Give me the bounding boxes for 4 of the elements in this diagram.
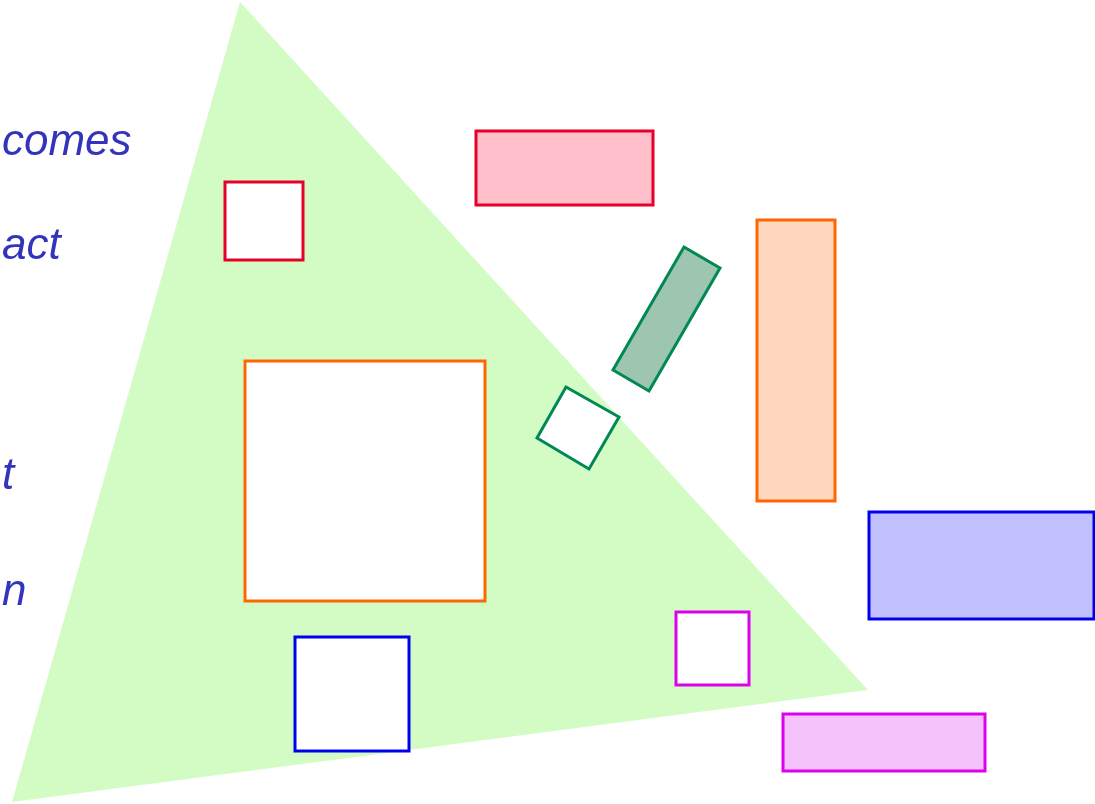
- handwritten-text: t: [2, 452, 15, 496]
- handwritten-text: comes: [2, 118, 132, 162]
- handwritten-text: n: [2, 568, 27, 612]
- handwritten-text: act: [2, 222, 61, 266]
